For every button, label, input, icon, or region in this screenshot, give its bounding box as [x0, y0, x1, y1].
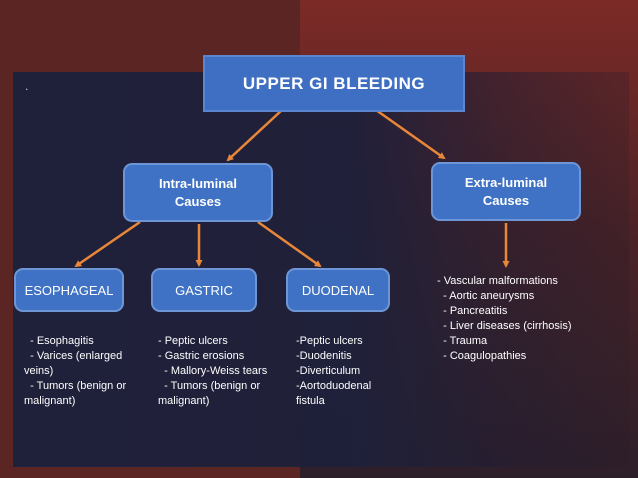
list-item: -Duodenitis	[296, 350, 352, 362]
list-item: - Varices (enlarged veins)	[24, 350, 126, 377]
list-item: - Tumors (benign or malignant)	[158, 380, 264, 407]
gastric-label: GASTRIC	[175, 282, 233, 298]
list-item: -Aortoduodenal fistula	[296, 380, 375, 407]
arrow-intra-to-esophageal	[74, 220, 141, 268]
extra-luminal-box: Extra-luminal Causes	[431, 162, 581, 221]
list-item: - Pancreatitis	[437, 305, 508, 317]
list-item: -Diverticulum	[296, 365, 361, 377]
intra-label-line2: Causes	[174, 193, 222, 209]
esophageal-causes-list: - Esophagitis - Varices (enlarged veins)…	[24, 334, 142, 409]
list-item: - Mallory-Weiss tears	[158, 365, 268, 377]
list-item: -Peptic ulcers	[296, 335, 363, 347]
intra-label-line1: Intra-luminal	[158, 175, 237, 191]
arrow-title-to-intra	[226, 109, 283, 162]
list-item: - Vascular malformations	[437, 275, 558, 287]
list-item: - Trauma	[437, 335, 488, 347]
intra-luminal-box: Intra-luminal Causes	[123, 163, 273, 222]
esophageal-box: ESOPHAGEAL	[14, 268, 124, 312]
gastric-causes-list: - Peptic ulcers - Gastric erosions - Mal…	[158, 334, 278, 409]
list-item: - Peptic ulcers	[158, 335, 228, 347]
page-title: UPPER GI BLEEDING	[242, 73, 426, 93]
list-item: - Liver diseases (cirrhosis)	[437, 320, 572, 332]
stray-marker: .	[25, 79, 29, 93]
list-item: - Gastric erosions	[158, 350, 245, 362]
arrow-intra-to-duodenal	[257, 220, 322, 268]
list-item: - Esophagitis	[24, 335, 94, 347]
extra-luminal-causes-list: - Vascular malformations - Aortic aneury…	[437, 274, 597, 364]
list-item: - Aortic aneurysms	[437, 290, 535, 302]
gastric-box: GASTRIC	[151, 268, 257, 312]
extra-label-line2: Causes	[482, 192, 530, 208]
esophageal-label: ESOPHAGEAL	[24, 282, 114, 298]
list-item: - Tumors (benign or malignant)	[24, 380, 130, 407]
arrow-title-to-extra	[375, 108, 446, 160]
duodenal-box: DUODENAL	[286, 268, 390, 312]
duodenal-causes-list: -Peptic ulcers -Duodenitis -Diverticulum…	[296, 334, 396, 409]
list-item: - Coagulopathies	[437, 350, 527, 362]
title-box: UPPER GI BLEEDING	[203, 55, 465, 112]
duodenal-label: DUODENAL	[301, 282, 375, 298]
extra-label-line1: Extra-luminal	[464, 174, 548, 190]
